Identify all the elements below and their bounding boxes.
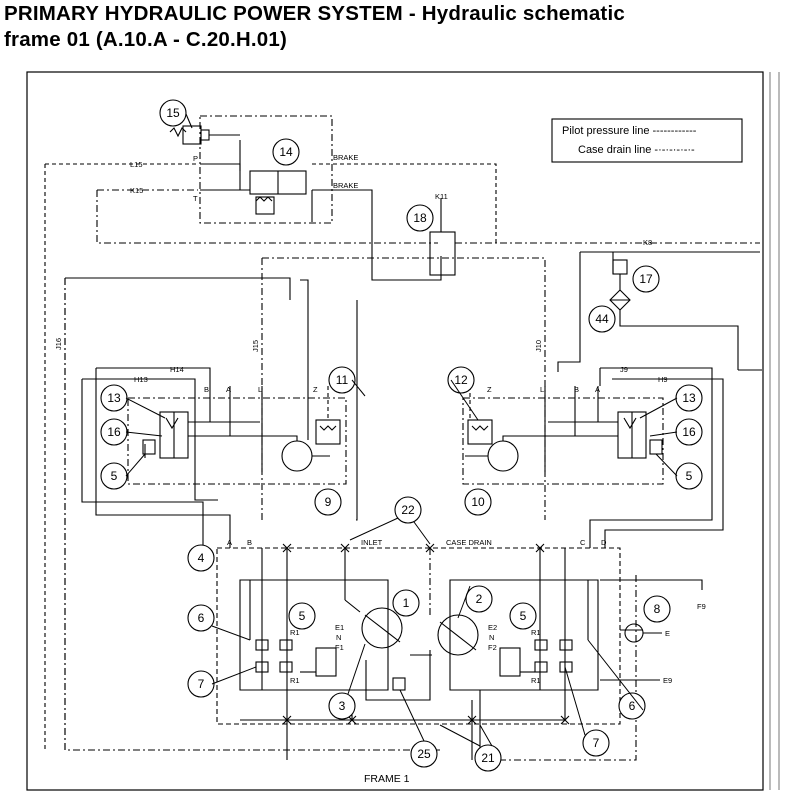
callout-6-right: 6 — [629, 699, 636, 713]
callout-10: 10 — [471, 495, 485, 509]
callout-5-mid-right: 5 — [520, 609, 527, 623]
label-J10: J10 — [534, 340, 543, 352]
label-H14: H14 — [170, 365, 184, 374]
label-R1-d: R1 — [531, 676, 541, 685]
title-line-1: PRIMARY HYDRAULIC POWER SYSTEM - Hydraul… — [4, 2, 625, 25]
label-J16: J16 — [54, 338, 63, 350]
outer-frame — [26, 71, 764, 791]
callout-5-mid-left: 5 — [299, 609, 306, 623]
motor-module-10 — [462, 397, 664, 485]
label-J9: J9 — [620, 365, 628, 374]
callout-25: 25 — [417, 747, 431, 761]
label-E1: E1 — [335, 623, 344, 632]
callout-2: 2 — [476, 592, 483, 606]
label-E: E — [665, 629, 670, 638]
legend-box — [551, 118, 743, 163]
label-K15: K15 — [130, 186, 143, 195]
manifold-frame-4 — [216, 547, 621, 725]
legend-case-drain: Case drain line -·-·-·-·-·- — [578, 144, 695, 156]
label-E2: E2 — [488, 623, 497, 632]
label-brake-1: BRAKE — [333, 153, 358, 162]
callout-3: 3 — [339, 699, 346, 713]
callout-18: 18 — [413, 211, 427, 225]
label-A-left: A — [226, 385, 231, 394]
label-H9: H9 — [658, 375, 668, 384]
label-E9: E9 — [663, 676, 672, 685]
label-B-left: B — [204, 385, 209, 394]
brake-valve-module — [199, 115, 333, 224]
label-B-right: B — [574, 385, 579, 394]
page-title: PRIMARY HYDRAULIC POWER SYSTEM - Hydraul… — [4, 1, 785, 53]
label-L15: L15 — [130, 160, 143, 169]
callout-4: 4 — [198, 551, 205, 565]
label-P: P — [193, 154, 198, 163]
callout-1: 1 — [403, 596, 410, 610]
label-F1: F1 — [335, 643, 344, 652]
callout-16-left: 16 — [107, 425, 121, 439]
label-R1-b: R1 — [290, 676, 300, 685]
callout-13-left: 13 — [107, 391, 121, 405]
callout-6-left: 6 — [198, 611, 205, 625]
callout-12: 12 — [454, 373, 468, 387]
label-inlet: INLET — [361, 538, 383, 547]
label-K11: K11 — [435, 192, 448, 201]
callouts — [100, 99, 703, 772]
label-Z-left: Z — [313, 385, 318, 394]
label-C-frame: C — [580, 538, 586, 547]
pump-2 — [437, 614, 479, 656]
motor-module-9 — [127, 397, 347, 485]
label-F9: F9 — [697, 602, 706, 611]
callout-5-left: 5 — [111, 469, 118, 483]
label-Z-right: Z — [487, 385, 492, 394]
callout-21: 21 — [481, 751, 495, 765]
valve-18 — [429, 231, 456, 276]
label-H13: H13 — [134, 375, 148, 384]
callout-15: 15 — [166, 106, 180, 120]
frame-label: FRAME 1 — [364, 773, 410, 785]
callout-7-left: 7 — [198, 677, 205, 691]
label-F2: F2 — [488, 643, 497, 652]
title-line-2: frame 01 (A.10.A - C.20.H.01) — [4, 28, 288, 51]
callout-16-right: 16 — [682, 425, 696, 439]
label-T: T — [193, 194, 198, 203]
label-A-right: A — [595, 385, 600, 394]
callout-14: 14 — [279, 145, 293, 159]
callout-5-right: 5 — [686, 469, 693, 483]
label-brake-2: BRAKE — [333, 181, 358, 190]
label-L-left: L — [258, 385, 262, 394]
callout-22: 22 — [401, 503, 415, 517]
callout-9: 9 — [325, 495, 332, 509]
label-R1-a: R1 — [290, 628, 300, 637]
label-J15: J15 — [251, 340, 260, 352]
callout-11: 11 — [336, 373, 349, 387]
pump-1 — [361, 607, 403, 649]
label-A-frame: A — [227, 538, 232, 547]
label-B-frame: B — [247, 538, 252, 547]
legend-pilot-line: Pilot pressure line ------------ — [562, 125, 697, 137]
callout-44: 44 — [595, 312, 609, 326]
callout-17: 17 — [639, 272, 653, 286]
label-case-drain: CASE DRAIN — [446, 538, 492, 547]
label-R1-c: R1 — [531, 628, 541, 637]
callout-13-right: 13 — [682, 391, 696, 405]
label-N1: N — [336, 633, 341, 642]
callout-8: 8 — [654, 602, 661, 616]
callout-7-right: 7 — [593, 736, 600, 750]
label-D-frame: D — [601, 538, 607, 547]
label-N2: N — [489, 633, 494, 642]
label-L-right: L — [540, 385, 544, 394]
label-K8: K8 — [643, 238, 652, 247]
